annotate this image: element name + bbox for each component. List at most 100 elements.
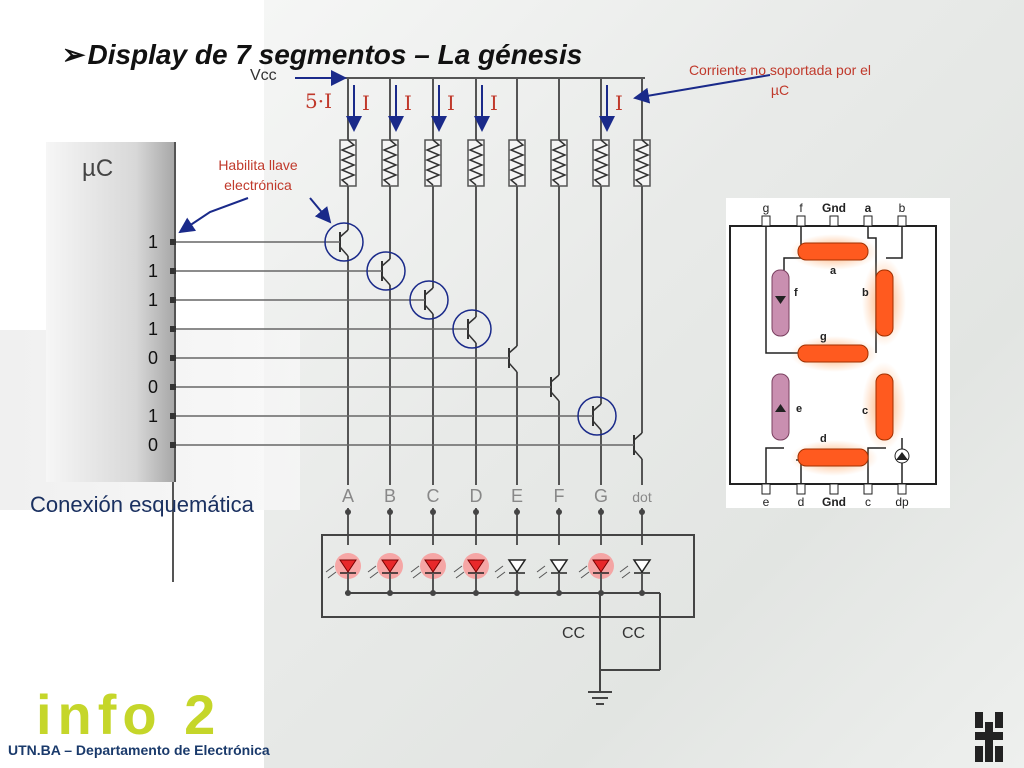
junction-dot: [345, 509, 351, 515]
pin-label-bottom: dp: [895, 495, 909, 509]
light-arrow-icon: [494, 565, 504, 573]
segment-label: d: [820, 433, 827, 445]
pin-bottom: [829, 483, 839, 495]
junction-dot: [473, 509, 479, 515]
light-arrow-icon: [367, 565, 377, 573]
diode-icon: [775, 296, 786, 304]
microcontroller-label: µC: [82, 155, 114, 182]
resistor-icon: [551, 139, 567, 186]
light-arrow-icon: [412, 571, 422, 579]
segment-letter: A: [342, 486, 354, 506]
led-on-icon: [424, 559, 442, 573]
transistor-collector: [550, 374, 560, 383]
pin-top: [863, 215, 873, 227]
bullet-arrow-icon: ➢: [62, 39, 86, 70]
total-current-label: 5·I: [305, 89, 332, 113]
led-on-icon: [381, 559, 399, 573]
transistor-collector: [633, 432, 643, 441]
bit-value: 1: [148, 406, 159, 426]
light-arrow-icon: [453, 565, 463, 573]
unsupported-current-arrow: [633, 74, 771, 104]
uc-pin: [170, 384, 176, 390]
pin-bottom: [897, 483, 907, 495]
annotation-enable-switch: Habilita llave electrónica: [218, 157, 298, 193]
light-arrow-icon: [410, 565, 420, 573]
pin-label-top: b: [899, 201, 906, 215]
active-switch-circle: [577, 396, 617, 436]
resistor-icon: [382, 139, 398, 186]
light-arrow-icon: [327, 571, 337, 579]
led-on-icon: [467, 559, 485, 573]
info2-logo: info 2: [36, 687, 221, 743]
pin-label-top: g: [763, 201, 770, 215]
resistor-icon: [340, 139, 356, 186]
segment-label: g: [820, 331, 827, 343]
pin-top: [796, 215, 806, 227]
bit-value: 0: [148, 348, 159, 368]
transistor-collector: [424, 287, 434, 296]
enable-arrow-left: [178, 197, 249, 234]
led-on-icon: [339, 559, 357, 573]
transistor-collector: [508, 345, 518, 354]
diode-icon: [775, 404, 786, 412]
pin-label-top: Gnd: [822, 201, 846, 215]
bit-value: 1: [148, 232, 159, 252]
light-arrow-icon: [619, 565, 629, 573]
junction-dot: [430, 509, 436, 515]
pin-label-top: a: [865, 201, 872, 215]
bit-value: 1: [148, 319, 159, 339]
segment-label: f: [794, 287, 798, 299]
led-array-box: [321, 534, 695, 618]
bit-value: 1: [148, 261, 159, 281]
resistor-icon: [509, 139, 525, 186]
transistor-emitter: [424, 304, 434, 315]
light-arrow-icon: [538, 571, 548, 579]
schematic-caption: Conexión esquemática: [30, 492, 254, 517]
uc-pin: [170, 413, 176, 419]
pin-top: [761, 215, 771, 227]
transistor-emitter: [550, 391, 560, 402]
transistor-emitter: [633, 449, 643, 460]
resistor-icon: [593, 139, 609, 186]
junction-dot: [514, 509, 520, 515]
segment-letter: D: [470, 486, 483, 506]
segment-a: [797, 242, 869, 261]
pin-label-bottom: c: [865, 495, 871, 509]
slide-title-text: Display de 7 segmentos – La génesis: [87, 39, 583, 70]
transistor-collector: [592, 403, 602, 412]
dp-diode-icon: [896, 452, 908, 460]
current-label: I: [615, 91, 623, 115]
uc-pin: [170, 442, 176, 448]
pin-label-bottom: Gnd: [822, 495, 846, 509]
pin-label-bottom: d: [798, 495, 805, 509]
transistor-collector: [339, 229, 349, 238]
led-off-icon: [632, 559, 652, 574]
pin-bottom: [863, 483, 873, 495]
uc-pin: [170, 355, 176, 361]
current-label: I: [404, 91, 412, 115]
segment-g: [797, 344, 869, 363]
uc-pin: [170, 239, 176, 245]
led-off-icon: [549, 559, 569, 574]
microcontroller-edge-line: [172, 482, 174, 582]
bit-value: 1: [148, 290, 159, 310]
footer-department: UTN.BA – Departamento de Electrónica: [8, 742, 270, 758]
microcontroller-block: [46, 142, 176, 482]
pin-bottom: [796, 483, 806, 495]
transistor-emitter: [467, 333, 477, 344]
light-arrow-icon: [536, 565, 546, 573]
active-switch-circle: [366, 251, 406, 291]
enable-arrow-right: [309, 197, 332, 224]
bit-value: 0: [148, 435, 159, 455]
active-switch-circle: [324, 222, 364, 262]
uc-pin: [170, 297, 176, 303]
segment-letter: dot: [632, 489, 652, 505]
junction-dot: [556, 509, 562, 515]
light-arrow-icon: [455, 571, 465, 579]
transistor-emitter: [381, 275, 391, 286]
segment-letter: F: [554, 486, 565, 506]
utn-logo-icon: [975, 712, 1003, 762]
